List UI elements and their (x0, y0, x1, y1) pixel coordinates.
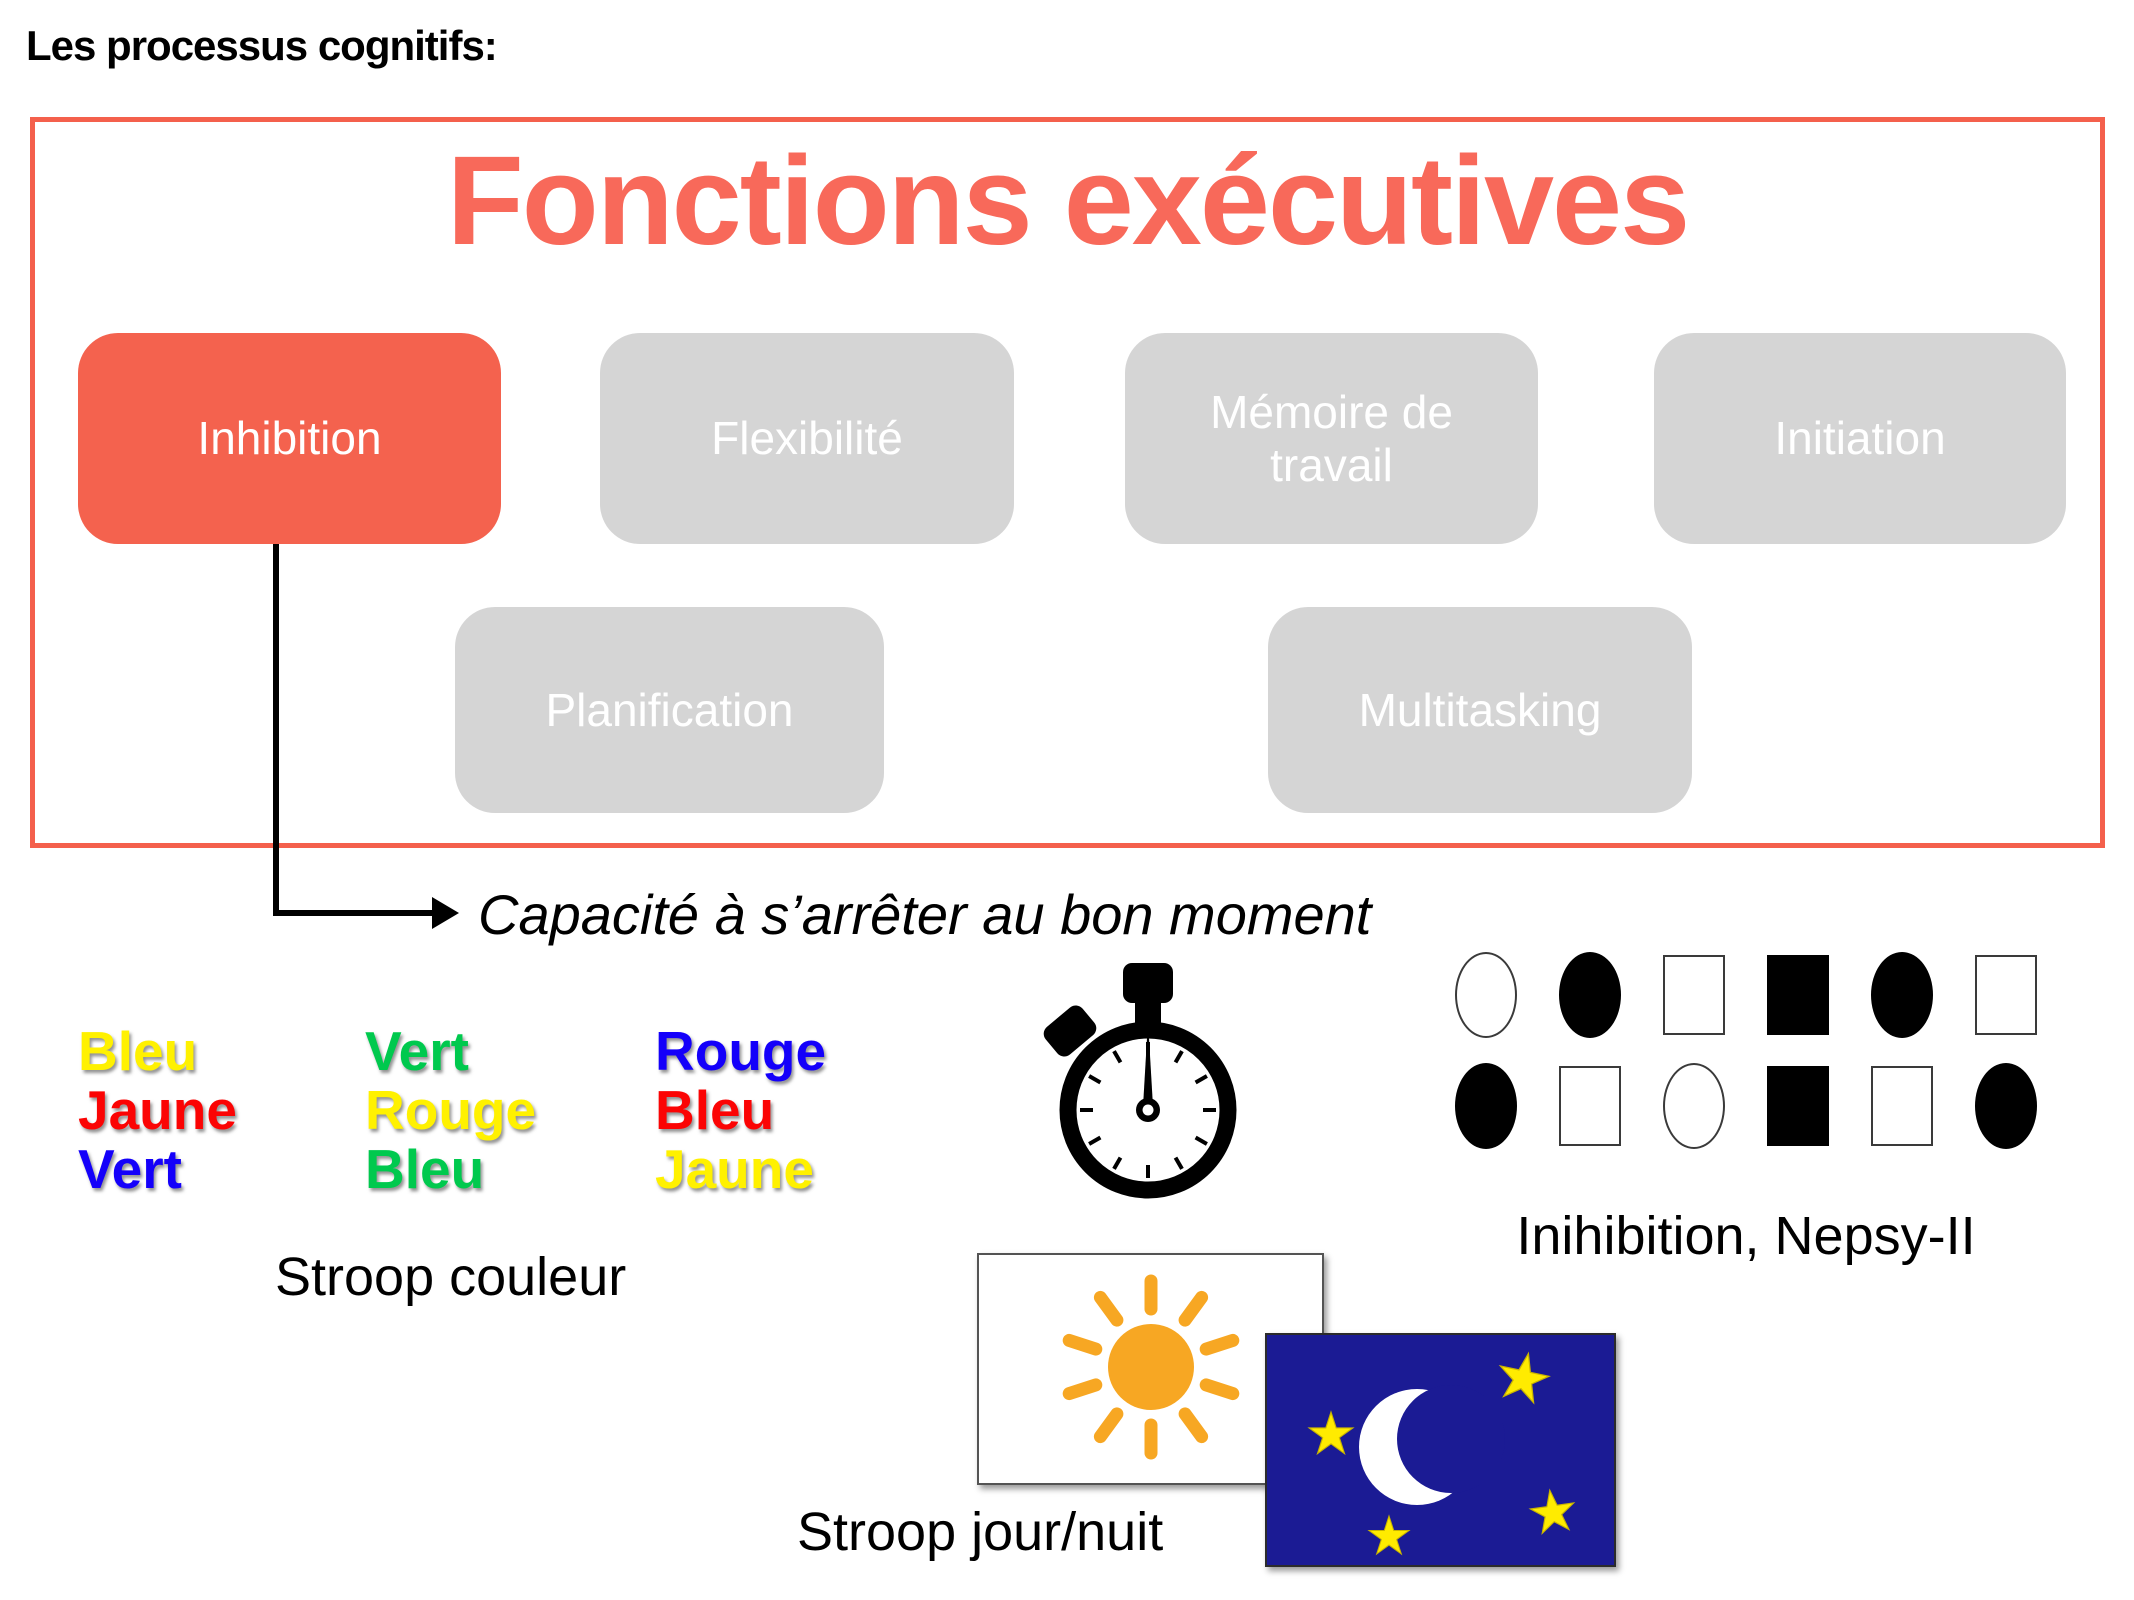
stroop-column-1: Bleu Jaune Vert (78, 1022, 237, 1199)
nepsy-shape (1871, 1066, 1933, 1146)
nepsy-row-2 (1455, 1063, 2037, 1149)
stroop-word: Rouge (365, 1079, 537, 1141)
arrow-head-icon (432, 897, 459, 929)
stroop-word: Bleu (365, 1138, 485, 1200)
inhibition-annotation: Capacité à s’arrêter au bon moment (478, 883, 1372, 946)
nepsy-shape (1455, 1063, 1517, 1149)
nepsy-stimuli (1455, 952, 2037, 1149)
box-inhibition: Inhibition (78, 333, 501, 544)
nepsy-shape (1975, 1063, 2037, 1149)
box-planification-label: Planification (545, 683, 794, 736)
box-memoire-label: Mémoire de travail (1210, 385, 1453, 491)
nepsy-caption: Inihibition, Nepsy-II (1516, 1206, 1976, 1266)
nepsy-shape (1455, 952, 1517, 1038)
stroop-word: Vert (78, 1138, 182, 1200)
nepsy-row-1 (1455, 952, 2037, 1038)
box-multitasking-label: Multitasking (1358, 683, 1602, 736)
stroop-word: Bleu (655, 1079, 775, 1141)
box-multitasking: Multitasking (1268, 607, 1692, 813)
stopwatch-icon (1038, 955, 1258, 1215)
moon-icon (1307, 1351, 1576, 1556)
stroop-word: Jaune (655, 1138, 814, 1200)
night-card (1265, 1333, 1616, 1567)
box-initiation-label: Initiation (1774, 412, 1946, 465)
nepsy-shape (1871, 952, 1933, 1038)
nepsy-shape (1663, 955, 1725, 1035)
box-flexibilite: Flexibilité (600, 333, 1014, 544)
inhibition-arrow-horizontal (273, 910, 433, 916)
nepsy-shape (1559, 952, 1621, 1038)
nepsy-shape (1767, 1066, 1829, 1146)
nepsy-shape (1767, 955, 1829, 1035)
stroop-column-3: Rouge Bleu Jaune (655, 1022, 826, 1199)
nepsy-shape (1975, 955, 2037, 1035)
stroop-couleur-caption: Stroop couleur (275, 1247, 627, 1307)
box-memoire-de-travail: Mémoire de travail (1125, 333, 1538, 544)
box-initiation: Initiation (1654, 333, 2066, 544)
nepsy-shape (1663, 1063, 1725, 1149)
sun-icon (1062, 1274, 1240, 1460)
stroop-word: Bleu (78, 1020, 198, 1082)
box-flexibilite-label: Flexibilité (711, 412, 903, 465)
nepsy-shape (1559, 1066, 1621, 1146)
box-planification: Planification (455, 607, 884, 813)
stroop-word: Rouge (655, 1020, 827, 1082)
stroop-column-2: Vert Rouge Bleu (365, 1022, 536, 1199)
executive-functions-title: Fonctions exécutives (446, 130, 1690, 271)
stroop-word: Jaune (78, 1079, 237, 1141)
box-inhibition-label: Inhibition (197, 412, 382, 465)
star-icon (1307, 1351, 1576, 1556)
page-title: Les processus cognitifs: (26, 22, 498, 69)
stroop-word: Vert (365, 1020, 469, 1082)
inhibition-arrow-vertical (273, 544, 279, 916)
stroop-jour-nuit-caption: Stroop jour/nuit (797, 1502, 1164, 1562)
